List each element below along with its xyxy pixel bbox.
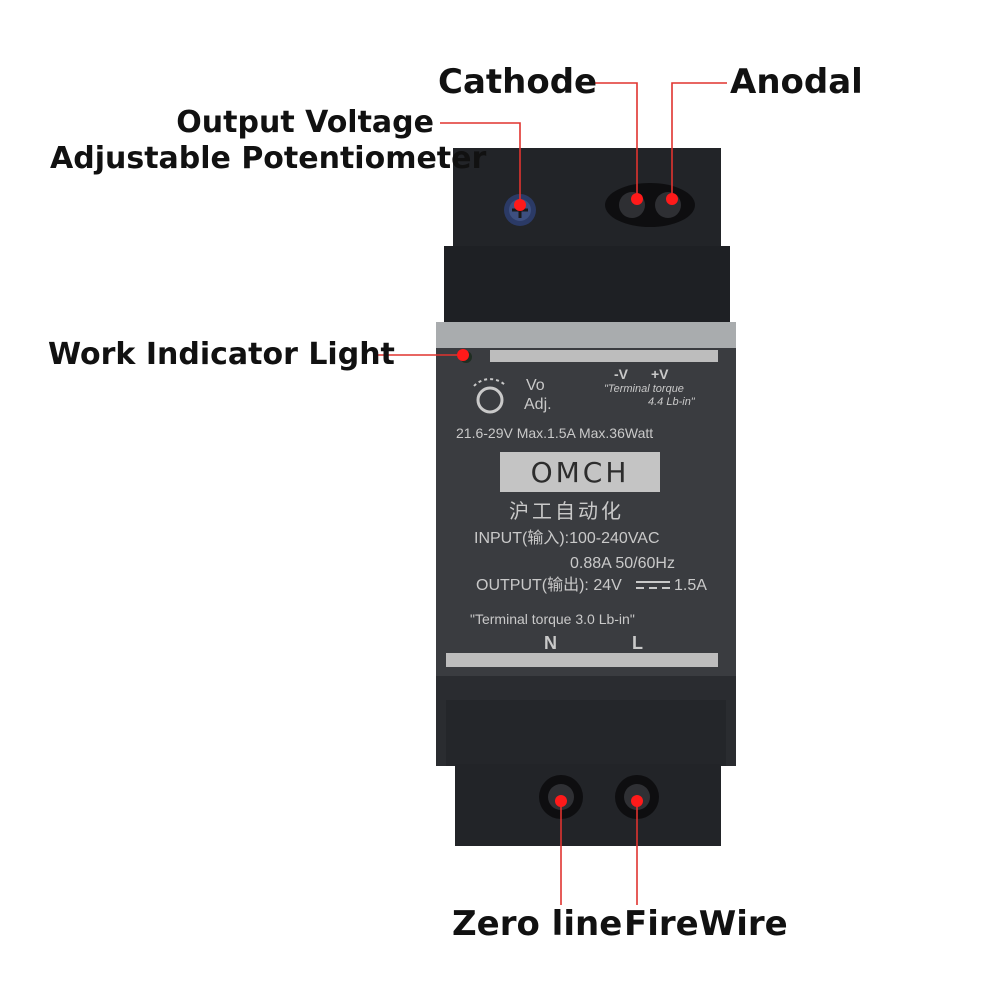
top-torque-line1: "Terminal torque [604,383,684,395]
output-rating: OUTPUT(输出): 24V [476,577,622,594]
callout-markers [457,193,678,807]
cathode-label: Cathode [438,62,598,102]
spec-line: 21.6-29V Max.1.5A Max.36Watt [456,425,654,441]
leader-lines [376,82,727,905]
silver-strip [436,322,736,350]
plus-v-label: +V [651,366,669,382]
potentiometer-label-line1: Output Voltage [176,105,434,140]
minus-v-label: -V [614,366,628,382]
input-current-frequency: 0.88A 50/60Hz [570,555,675,572]
adjust-knob-icon [473,378,507,414]
brand-name: OMCH [530,455,630,489]
output-current: 1.5A [674,577,707,594]
zero-line-label: Zero line [452,904,623,944]
chinese-company-name: 沪工自动化 [509,499,624,523]
firewire-label: FireWire [624,904,788,944]
output-terminal-screws [605,183,695,227]
bottom-torque-note: "Terminal torque 3.0 Lb-in" [470,611,635,627]
top-band [490,350,718,362]
label-panel [436,348,736,678]
bottom-terminal-block [455,764,721,846]
input-rating: INPUT(输入):100-240VAC [474,530,660,547]
bottom-band [446,653,718,667]
l-terminal-label: L [632,633,643,653]
anodal-label: Anodal [730,62,863,102]
top-torque-line2: 4.4 Lb-in" [648,396,695,408]
vo-label: Vo [526,377,545,394]
work-indicator-label: Work Indicator Light [48,337,395,372]
brand-plate: OMCH [500,452,660,492]
potentiometer-label-line2: Adjustable Potentiometer [50,141,487,176]
upper-body [444,246,730,324]
adj-label: Adj. [524,396,552,413]
n-terminal-label: N [544,633,557,653]
dc-symbol-icon [636,581,670,589]
